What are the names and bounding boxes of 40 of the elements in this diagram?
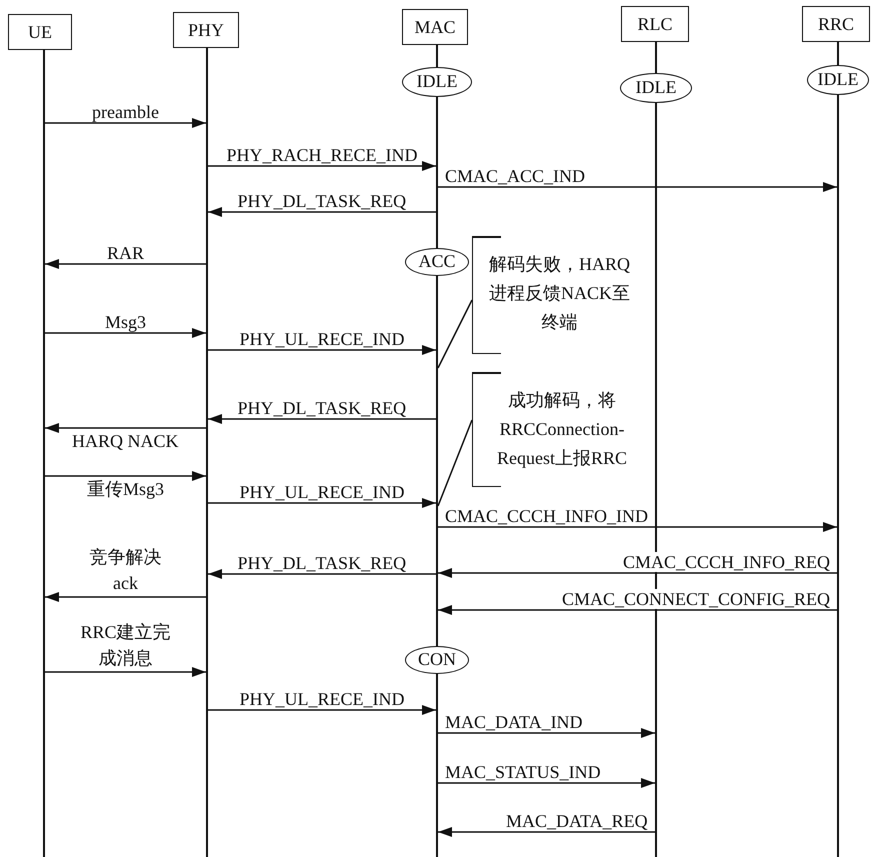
leader-line [437, 300, 473, 368]
participant-box: UE [8, 14, 72, 50]
participant-box: RLC [621, 6, 689, 42]
note-text: 解码失败，HARQ进程反馈NACK至终端 [488, 253, 631, 334]
message-arrow [45, 667, 206, 677]
state-ellipse: ACC [405, 248, 469, 276]
message-arrow [438, 778, 655, 788]
message-arrow [45, 592, 206, 602]
state-ellipse: IDLE [620, 73, 692, 103]
participant-box: MAC [402, 9, 468, 45]
leader-line [437, 420, 473, 506]
participant-box: PHY [173, 12, 239, 48]
message-arrow [208, 498, 436, 508]
state-ellipse: IDLE [807, 65, 869, 95]
message-arrow [45, 423, 206, 433]
note-text: 成功解码，将RRCConnection-Request上报RRC [496, 389, 628, 470]
message-arrow [208, 161, 436, 171]
message-label: 重传Msg3 [86, 479, 166, 499]
message-arrow [208, 207, 436, 217]
message-arrow [208, 569, 436, 579]
message-arrow [208, 705, 436, 715]
message-arrow [438, 182, 837, 192]
state-ellipse: CON [405, 646, 469, 674]
message-label: CMAC_CONNECT_CONFIG_REQ [561, 589, 832, 609]
participant-box: RRC [802, 6, 870, 42]
message-arrow [208, 345, 436, 355]
message-arrow [45, 259, 206, 269]
lifeline [8, 14, 72, 857]
state-ellipse: IDLE [402, 67, 472, 97]
message-arrow [208, 414, 436, 424]
message-arrow [438, 827, 655, 837]
message-arrow [45, 471, 206, 481]
message-arrow [45, 328, 206, 338]
note-bracket [472, 236, 632, 354]
message-arrow [45, 118, 206, 128]
message-arrow [438, 728, 655, 738]
message-arrow [438, 605, 837, 615]
message-label: CMAC_CCCH_INFO_REQ [622, 552, 832, 572]
message-arrow [438, 522, 837, 532]
message-arrow [438, 568, 837, 578]
